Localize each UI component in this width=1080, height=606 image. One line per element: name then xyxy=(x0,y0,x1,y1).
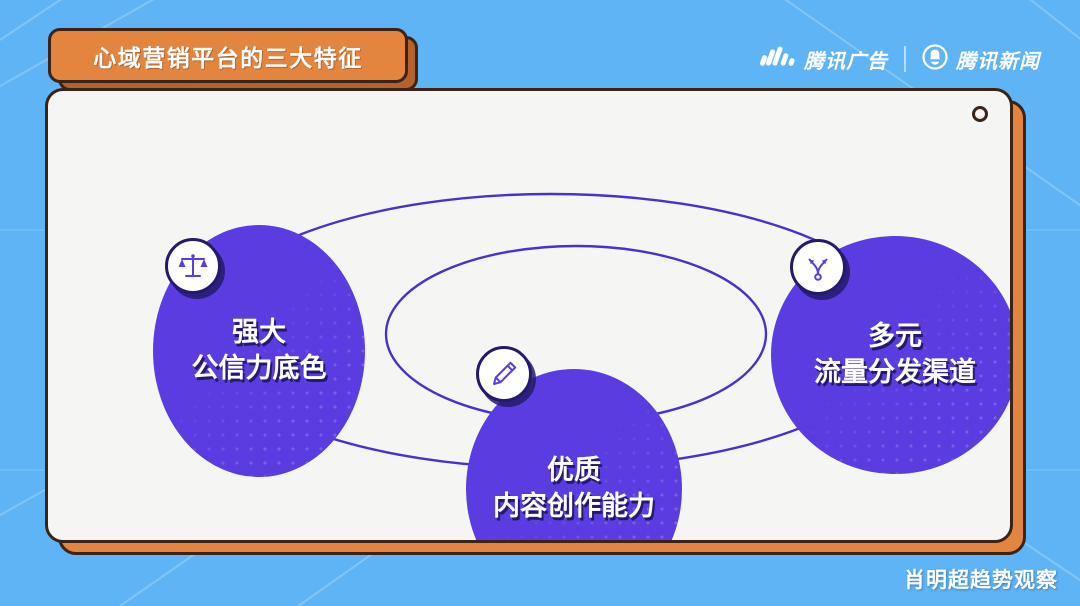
brand-name-tencent-news: 腾讯新闻 xyxy=(956,50,1040,73)
node-credibility-line1: 强大 xyxy=(232,317,286,348)
brand-tencent-ads: 腾讯广告 xyxy=(759,45,888,74)
brand-tencent-news: 腾讯新闻 xyxy=(922,43,1040,75)
tencent-news-circle-icon xyxy=(922,43,948,75)
page-title-plate: 心域营销平台的三大特征 xyxy=(48,28,408,83)
brand-name-tencent-ads: 腾讯广告 xyxy=(804,50,888,73)
diagram-card: 强大 公信力底色 优质 内容创作能力 xyxy=(45,88,1013,543)
brand-divider xyxy=(904,46,906,72)
tencent-ads-bars-icon xyxy=(759,45,796,74)
branching-arrows-icon[interactable] xyxy=(790,239,846,295)
brand-logos: 腾讯广告 腾讯新闻 xyxy=(759,42,1040,76)
pencil-icon[interactable] xyxy=(476,346,532,402)
node-distribution-line2: 流量分发渠道 xyxy=(814,357,976,387)
card-punch-hole-icon xyxy=(972,106,988,122)
watermark: 肖明超趋势观察 xyxy=(904,569,1058,592)
node-content-line1: 优质 xyxy=(547,455,601,486)
node-distribution-line1: 多元 xyxy=(868,321,922,352)
page-title: 心域营销平台的三大特征 xyxy=(93,44,363,71)
node-credibility-line2: 公信力底色 xyxy=(191,353,327,383)
node-content-line2: 内容创作能力 xyxy=(493,491,655,521)
balance-scale-icon[interactable] xyxy=(165,238,221,294)
